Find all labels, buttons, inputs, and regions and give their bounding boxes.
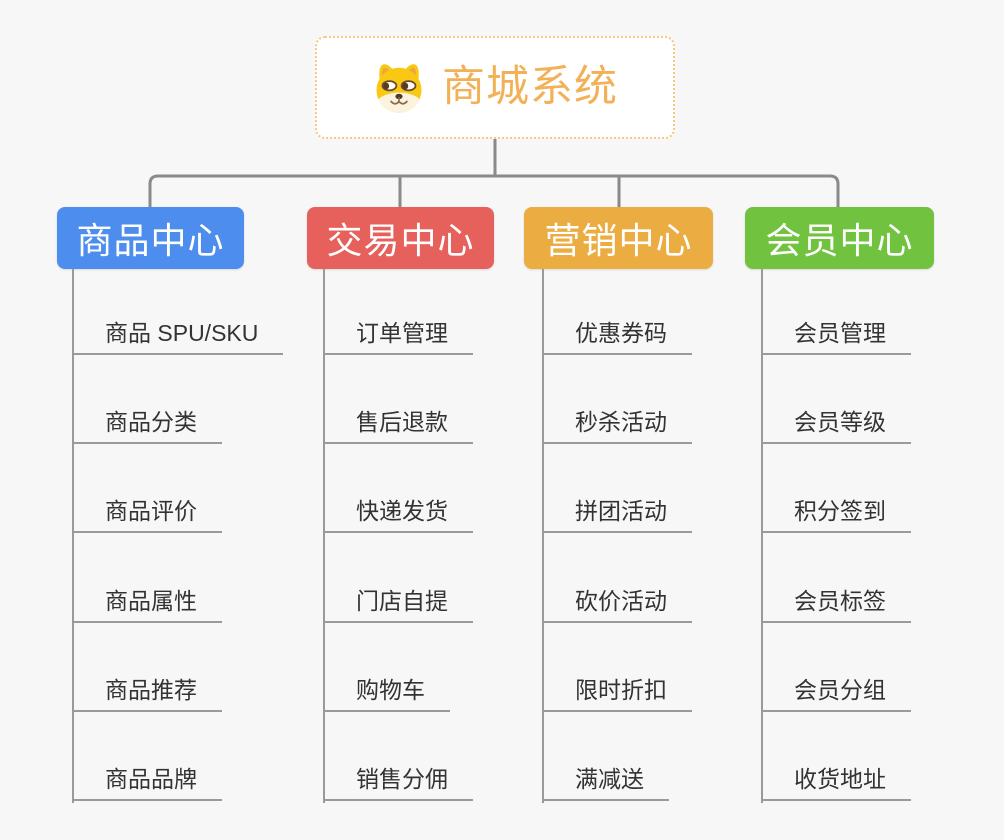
root-node[interactable]: 商城系统: [315, 36, 675, 139]
child-topic[interactable]: 优惠券码: [542, 319, 692, 355]
child-topic[interactable]: 积分签到: [761, 497, 911, 533]
branch-spine-line: [761, 269, 763, 803]
branch-node-member-center[interactable]: 会员中心: [745, 207, 934, 269]
child-topic[interactable]: 收货地址: [761, 765, 911, 801]
child-topic[interactable]: 购物车: [323, 676, 450, 712]
child-topic[interactable]: 会员标签: [761, 587, 911, 623]
child-topic[interactable]: 商品 SPU/SKU: [72, 319, 284, 355]
child-topic[interactable]: 售后退款: [323, 408, 473, 444]
child-topic[interactable]: 商品评价: [72, 497, 222, 533]
branch-spine-line: [72, 269, 74, 803]
child-topic[interactable]: 拼团活动: [542, 497, 692, 533]
child-topic[interactable]: 门店自提: [323, 587, 473, 623]
child-topic[interactable]: 砍价活动: [542, 587, 692, 623]
child-topic[interactable]: 订单管理: [323, 319, 473, 355]
child-topic[interactable]: 满减送: [542, 765, 669, 801]
child-topic[interactable]: 商品推荐: [72, 676, 222, 712]
branch-spine-line: [542, 269, 544, 803]
child-topic[interactable]: 会员分组: [761, 676, 911, 712]
dog-face-icon: [372, 61, 426, 115]
child-topic[interactable]: 会员管理: [761, 319, 911, 355]
child-topic[interactable]: 商品分类: [72, 408, 222, 444]
child-topic[interactable]: 限时折扣: [542, 676, 692, 712]
branch-spine-line: [323, 269, 325, 803]
branch-node-trade-center[interactable]: 交易中心: [307, 207, 494, 269]
branch-node-marketing-center[interactable]: 营销中心: [524, 207, 713, 269]
branch-node-product-center[interactable]: 商品中心: [57, 207, 244, 269]
child-topic[interactable]: 会员等级: [761, 408, 911, 444]
child-topic[interactable]: 商品属性: [72, 587, 222, 623]
child-topic[interactable]: 秒杀活动: [542, 408, 692, 444]
child-topic[interactable]: 销售分佣: [323, 765, 473, 801]
child-topic[interactable]: 快递发货: [323, 497, 473, 533]
child-topic[interactable]: 商品品牌: [72, 765, 222, 801]
root-title: 商城系统: [442, 63, 618, 111]
